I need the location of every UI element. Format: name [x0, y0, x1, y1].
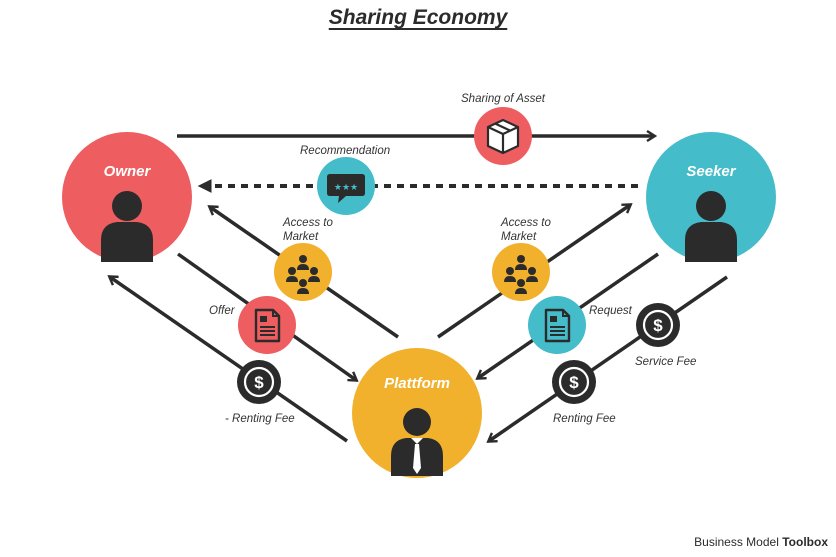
request-label: Request	[589, 305, 632, 317]
group-icon	[492, 243, 550, 301]
arrow-renting-fee-left	[110, 277, 348, 443]
offer-label: Offer	[209, 305, 235, 317]
platform-label: Plattform	[384, 375, 450, 392]
service-fee-label: Service Fee	[635, 356, 697, 368]
owner-label: Owner	[103, 163, 151, 180]
arrow-renting-fee-right	[489, 275, 728, 441]
brand-bold: Toolbox	[782, 535, 828, 549]
svg-text:$: $	[569, 373, 579, 392]
access-to-market-right-line-2: Market	[501, 231, 537, 243]
person-icon	[685, 191, 737, 262]
seeker-node	[646, 132, 776, 262]
document-icon	[528, 296, 586, 354]
chat-bubble-icon: ★★★	[317, 157, 375, 215]
access-to-market-right-label: Access to Market	[501, 216, 551, 244]
svg-text:★★★: ★★★	[334, 183, 358, 193]
svg-text:$: $	[653, 316, 663, 335]
seeker-label: Seeker	[686, 163, 736, 180]
brand-regular: Business Model	[694, 535, 779, 549]
group-icon	[274, 243, 332, 301]
dollar-icon: $	[636, 303, 680, 347]
box-icon	[474, 107, 532, 165]
access-to-market-right-line-1: Access to	[501, 217, 551, 229]
owner-node	[62, 132, 192, 262]
access-to-market-left-label: Access to Market	[283, 216, 333, 244]
renting-fee-right-label: Renting Fee	[553, 413, 616, 425]
platform-node	[352, 348, 482, 478]
access-to-market-left-line-2: Market	[283, 231, 319, 243]
access-to-market-left-line-1: Access to	[283, 217, 333, 229]
recommendation-label: Recommendation	[300, 145, 391, 157]
svg-text:$: $	[254, 373, 264, 392]
renting-fee-left-label: - Renting Fee	[225, 413, 295, 425]
businessman-icon	[391, 408, 443, 476]
person-icon	[101, 191, 153, 262]
brand-logo: Business Model Toolbox	[694, 535, 828, 549]
dollar-icon: $	[552, 360, 596, 404]
dollar-icon: $	[237, 360, 281, 404]
document-icon	[238, 296, 296, 354]
sharing-of-asset-label: Sharing of Asset	[461, 93, 545, 105]
diagram-title: Sharing Economy	[328, 6, 508, 29]
